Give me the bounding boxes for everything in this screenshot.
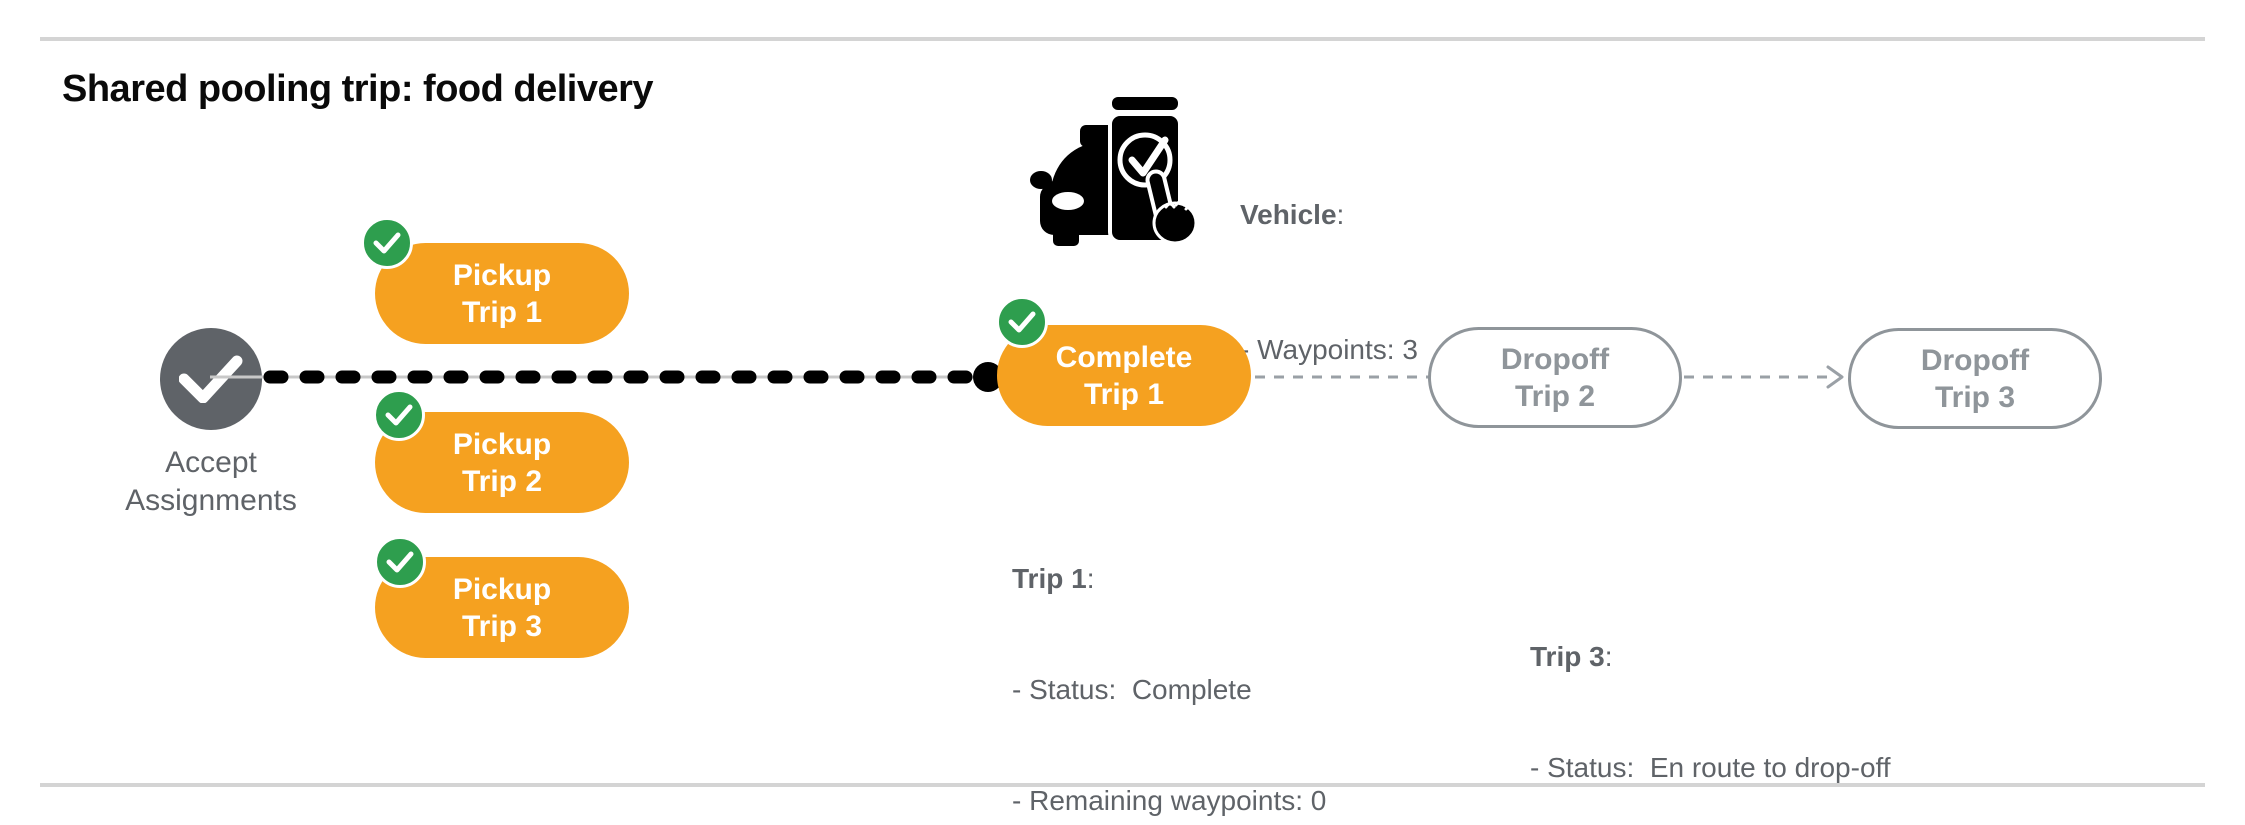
trip3-status: - Status: En route to drop-off <box>1530 752 1891 783</box>
check-icon <box>1008 311 1036 333</box>
check-icon <box>386 551 414 573</box>
node-pickup-trip-1: Pickup Trip 1 <box>375 243 629 344</box>
car-phone-check-icon <box>1030 93 1198 246</box>
vehicle-waypoints: - Waypoints: 3 <box>1240 334 1418 365</box>
done-badge-pickup-trip-1 <box>361 217 413 269</box>
vehicle-label-line: Vehicle: <box>1240 199 1345 230</box>
route-line-main <box>210 362 1003 392</box>
node-dropoff-trip-3: Dropoff Trip 3 <box>1848 328 2102 429</box>
top-divider <box>40 37 2205 41</box>
trip1-waypoints: - Remaining waypoints: 0 <box>1012 785 1327 816</box>
trip1-status: - Status: Complete <box>1012 674 1252 705</box>
accept-assignments-label: Accept Assignments <box>125 446 297 517</box>
trip1-header: Trip 1: <box>1012 563 1095 594</box>
node-pickup-trip-2: Pickup Trip 2 <box>375 412 629 513</box>
connector-dashed <box>1255 375 1429 379</box>
trip-status-right: Trip 3: - Status: En route to drop-off -… <box>1530 564 1891 825</box>
page-title: Shared pooling trip: food delivery <box>62 68 654 110</box>
current-position-dot <box>973 362 1003 392</box>
check-icon <box>179 355 243 403</box>
connector-arrow <box>1684 365 1844 389</box>
trip3-header: Trip 3: <box>1530 641 1613 672</box>
vehicle-info: Vehicle: - Waypoints: 3 <box>1240 102 1418 462</box>
vehicle-label: Vehicle <box>1240 199 1337 230</box>
done-badge-pickup-trip-3 <box>374 536 426 588</box>
done-badge-pickup-trip-2 <box>373 389 425 441</box>
node-complete-trip-1: Complete Trip 1 <box>997 325 1251 426</box>
check-icon <box>385 404 413 426</box>
check-icon <box>373 232 401 254</box>
done-badge-complete-trip-1 <box>996 296 1048 348</box>
arrowhead-icon <box>1826 365 1844 389</box>
node-accept-assignments <box>160 328 262 430</box>
trip-status-left: Trip 1: - Status: Complete - Remaining w… <box>1012 486 1373 825</box>
node-dropoff-trip-2: Dropoff Trip 2 <box>1428 327 1682 428</box>
bottom-divider <box>40 783 2205 787</box>
